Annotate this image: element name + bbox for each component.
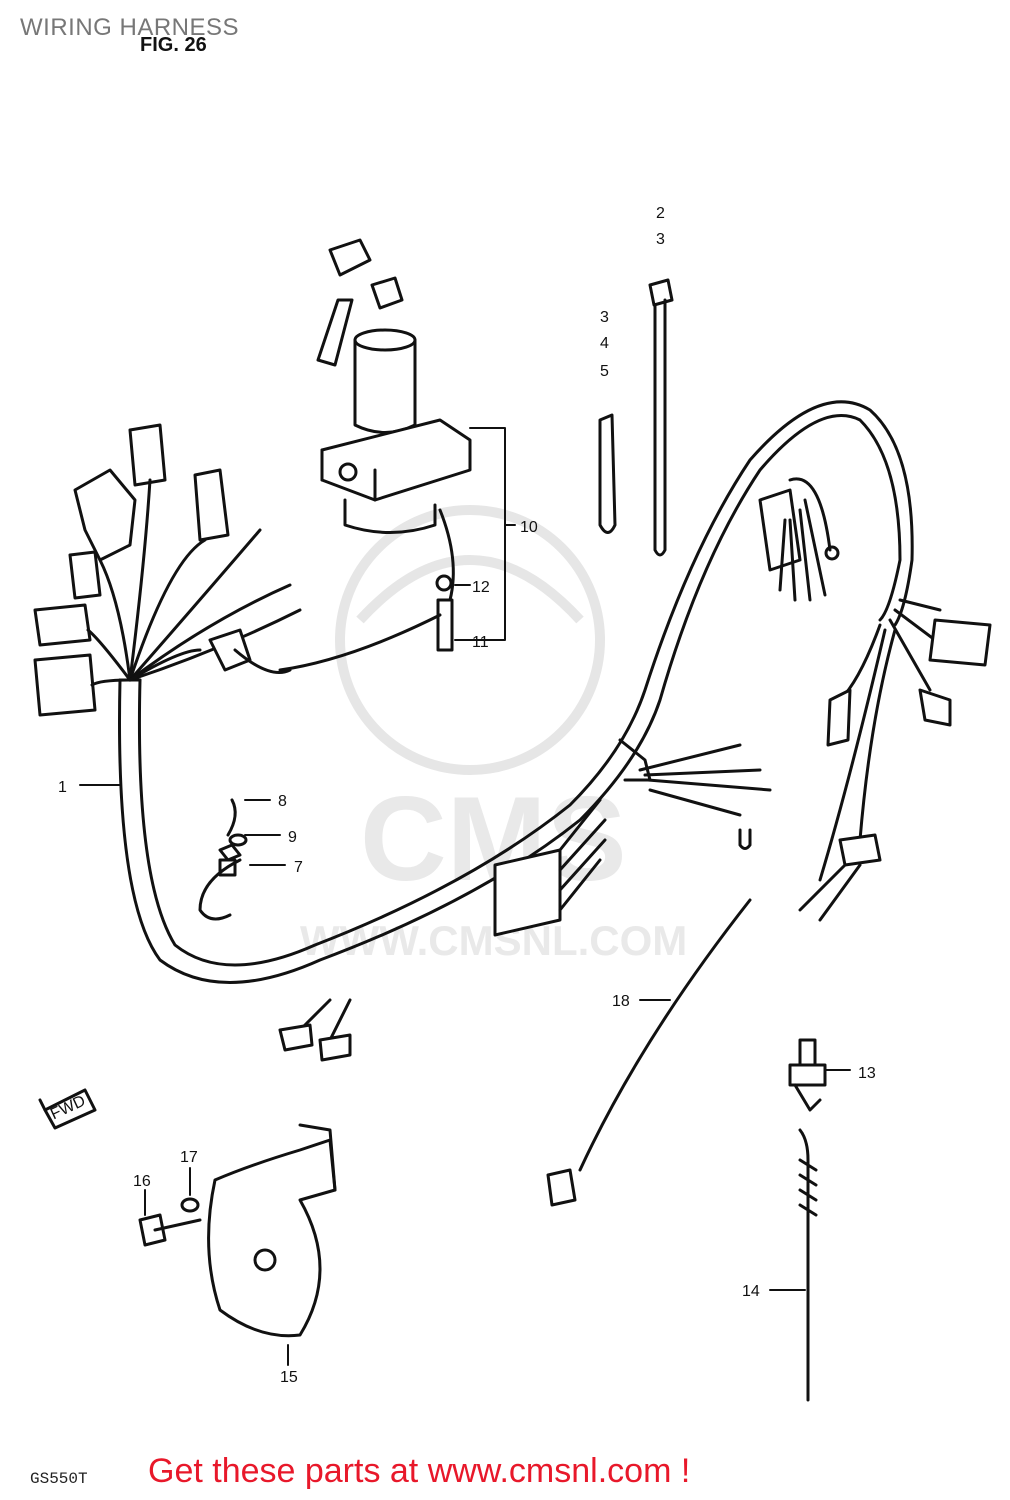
label-part-10: 10	[520, 519, 538, 536]
long-stay-bar	[648, 278, 674, 557]
clip-part	[598, 413, 617, 534]
label-part-12: 12	[472, 579, 490, 596]
model-code: GS550T	[30, 1470, 88, 1488]
label-part-3: 3	[600, 309, 609, 326]
label-part-15: 15	[280, 1369, 298, 1386]
label-part-13: 13	[858, 1065, 876, 1082]
clamp-assembly	[198, 798, 248, 921]
label-part-1: 1	[58, 779, 67, 796]
label-part-8: 8	[278, 793, 287, 810]
label-part-3-top: 3	[656, 231, 665, 248]
leader-lines	[79, 784, 851, 1366]
label-part-4: 4	[600, 335, 609, 352]
lower-leads	[278, 998, 352, 1062]
cta-link[interactable]: Get these parts at www.cmsnl.com !	[148, 1452, 691, 1490]
label-part-18: 18	[612, 993, 630, 1010]
forward-arrow-icon	[38, 1088, 97, 1130]
junction-box	[493, 798, 607, 937]
ignition-switch	[278, 238, 472, 672]
right-connector-cluster	[758, 477, 992, 922]
page-title: WIRING HARNESS	[20, 14, 240, 41]
spring-cable-14	[798, 1128, 818, 1402]
label-part-14: 14	[742, 1283, 760, 1300]
horn	[138, 1123, 337, 1338]
left-connector-cluster	[33, 423, 302, 717]
label-part-2: 2	[656, 205, 665, 222]
label-part-17: 17	[180, 1149, 198, 1166]
switch-13	[788, 1038, 827, 1112]
harness-branch-wires	[618, 738, 772, 850]
lead-18	[546, 898, 752, 1207]
label-part-7: 7	[294, 859, 303, 876]
label-part-5: 5	[600, 363, 609, 380]
figure-label: FIG. 26	[140, 34, 207, 56]
label-part-16: 16	[133, 1173, 151, 1190]
label-part-9: 9	[288, 829, 297, 846]
label-part-11: 11	[472, 634, 489, 651]
leader-10	[469, 427, 516, 641]
